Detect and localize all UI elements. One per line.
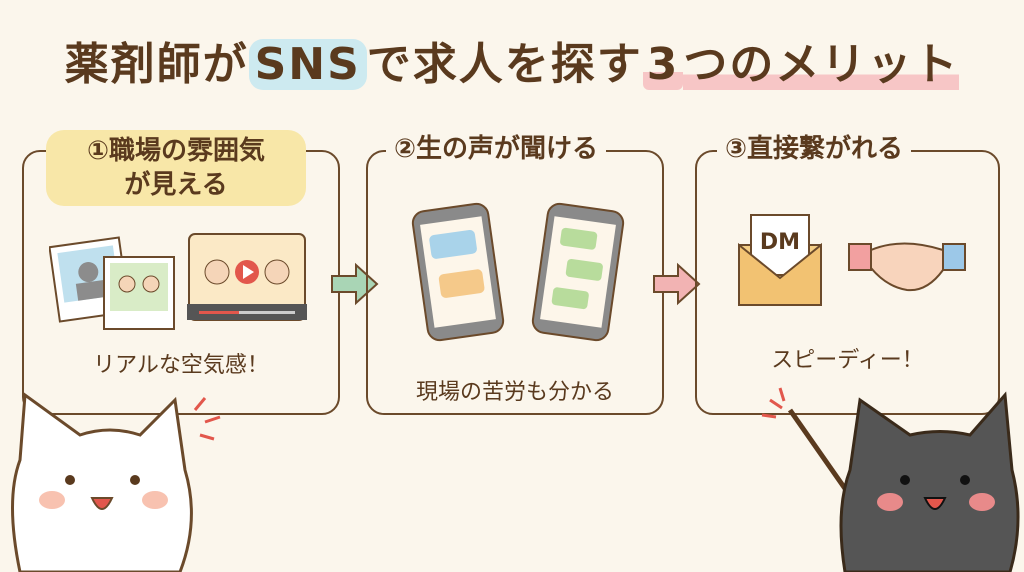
panel-workplace-atmosphere: ①職場の雰囲気が見える リアルな空気感！: [22, 130, 340, 415]
black-cat-icon: [761, 387, 1020, 572]
three-highlight: 3: [642, 39, 684, 90]
panel-heading: ①職場の雰囲気が見える: [46, 130, 306, 206]
heading-line: ①職場の雰囲気: [86, 136, 265, 166]
smartphone-chat-icon: [531, 202, 625, 342]
title-text: で求人を探す: [366, 39, 643, 90]
panel-heading: ③直接繋がれる: [717, 132, 912, 166]
panel-caption: リアルな空気感！: [93, 353, 269, 378]
white-cat-icon: [11, 392, 221, 572]
arrow-right-icon: [653, 262, 701, 306]
handshake-icon: [848, 242, 966, 292]
panel-heading: ②生の声が聞ける: [386, 132, 607, 166]
panel-caption: スピーディー！: [771, 348, 924, 373]
video-player-icon: [187, 233, 307, 321]
dm-label: DM: [759, 230, 801, 255]
title-text: つのメリット: [683, 39, 960, 90]
smartphone-chat-icon: [411, 202, 505, 342]
panel-real-voices: ②生の声が聞ける 現場の苦労も分かる: [366, 132, 664, 415]
heading-line: が見える: [124, 170, 228, 200]
photos-icon: [49, 236, 175, 330]
envelope-icon: [738, 214, 822, 306]
title-text: 薬剤師が: [64, 39, 249, 90]
sns-highlight: SNS: [248, 39, 367, 90]
panel-direct-connection: ③直接繋がれる DM スピーディー！: [695, 132, 1000, 415]
panel-caption: 現場の苦労も分かる: [415, 380, 614, 405]
